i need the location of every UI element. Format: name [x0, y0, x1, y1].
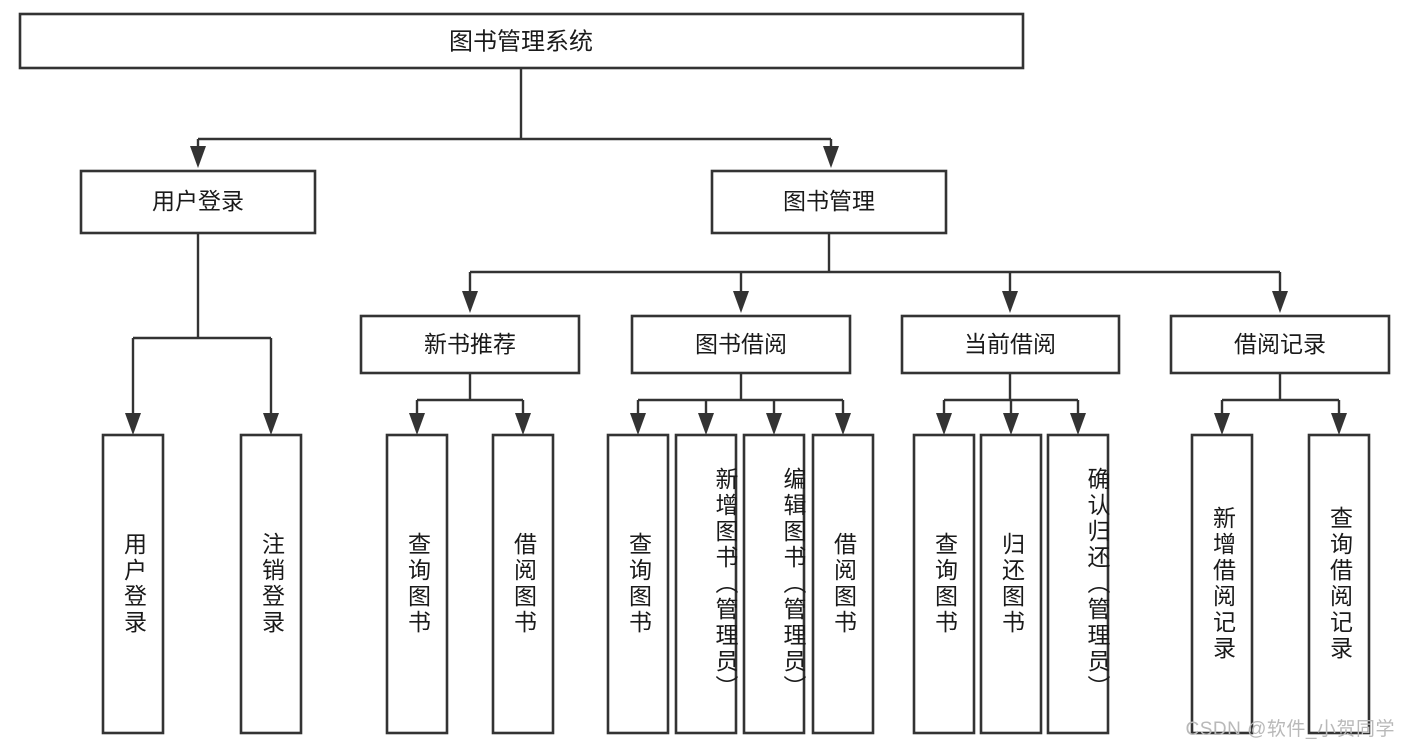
leaf-node-user-login[interactable]: [101, 433, 165, 735]
node-book-management[interactable]: 图书管理: [710, 169, 948, 235]
connector-new-book-rec-to-leaves: [409, 373, 531, 435]
leaf-node-logout[interactable]: [239, 433, 303, 735]
node-book-borrow[interactable]: 图书借阅: [630, 314, 852, 375]
leaf-node-borrow-book-rec[interactable]: [491, 433, 555, 735]
leaf-node-confirm-return-admin[interactable]: [1046, 433, 1110, 735]
node-user-login-label: 用户登录: [152, 188, 244, 214]
csdn-watermark: CSDN @软件_小贺同学: [1185, 719, 1395, 740]
connector-user-login-to-leaves: [125, 233, 279, 435]
node-borrow-record[interactable]: 借阅记录: [1169, 314, 1391, 375]
leaf-node-add-borrow-record[interactable]: [1190, 433, 1254, 735]
node-user-login[interactable]: 用户登录: [79, 169, 317, 235]
leaf-node-query-book-rec[interactable]: [385, 433, 449, 735]
node-root-system[interactable]: 图书管理系统: [18, 12, 1025, 70]
leaf-node-return-book[interactable]: [979, 433, 1043, 735]
node-borrow-record-label: 借阅记录: [1234, 331, 1326, 357]
leaf-node-edit-book-admin[interactable]: [742, 433, 806, 735]
connector-level2-to-level3: [462, 233, 1288, 313]
connector-root-to-level2: [190, 68, 839, 168]
node-root-system-label: 图书管理系统: [449, 28, 593, 55]
node-current-borrow[interactable]: 当前借阅: [900, 314, 1121, 375]
node-new-book-recommend-label: 新书推荐: [424, 331, 516, 357]
connector-current-borrow-to-leaves: [936, 373, 1086, 435]
leaf-node-add-book-admin[interactable]: [674, 433, 738, 735]
leaf-node-query-borrow-record[interactable]: [1307, 433, 1371, 735]
node-book-borrow-label: 图书借阅: [695, 331, 787, 357]
node-current-borrow-label: 当前借阅: [964, 331, 1056, 357]
connector-book-borrow-to-leaves: [630, 373, 851, 435]
connector-borrow-record-to-leaves: [1214, 373, 1347, 435]
leaf-node-query-book-borrow[interactable]: [606, 433, 670, 735]
node-book-management-label: 图书管理: [783, 188, 875, 214]
leaf-node-borrow-book[interactable]: [811, 433, 875, 735]
leaf-node-query-book-current[interactable]: [912, 433, 976, 735]
node-new-book-recommend[interactable]: 新书推荐: [359, 314, 581, 375]
